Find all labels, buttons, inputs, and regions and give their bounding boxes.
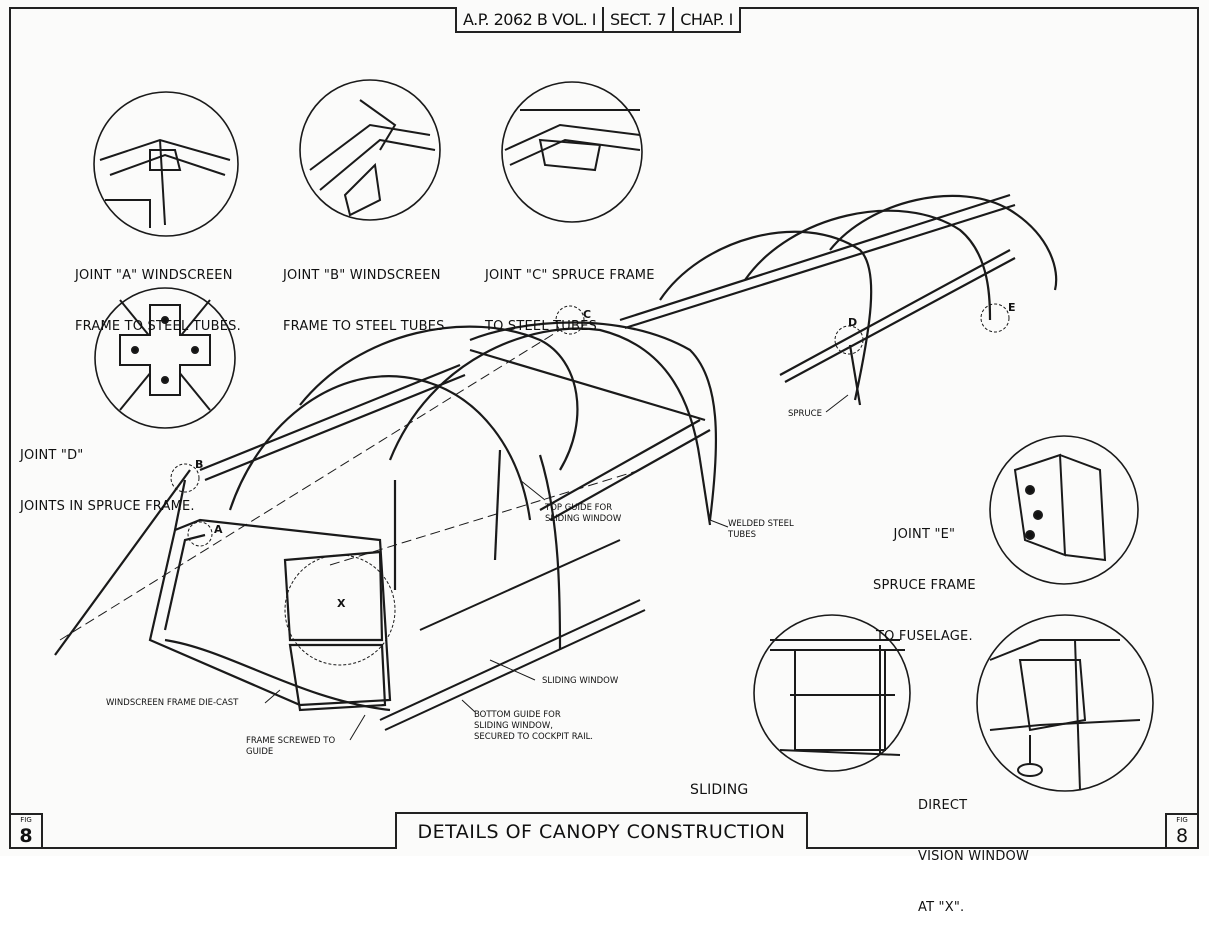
detail-circle-joint-e <box>989 435 1139 585</box>
callout-top-guide: TOP GUIDE FOR SLIDING WINDOW <box>545 503 622 524</box>
marker-circle-b <box>170 463 200 493</box>
marker-circle-c <box>555 305 585 335</box>
caption-line: JOINT "B" WINDSCREEN <box>283 268 441 283</box>
windscreen-frame-art <box>54 469 392 712</box>
caption-joint-a: JOINT "A" WINDSCREEN FRAME TO STEEL TUBE… <box>75 233 241 369</box>
caption-line: VISION WINDOW <box>918 849 1030 864</box>
chapter-reference: CHAP. I <box>680 10 733 29</box>
caption-line: JOINT "D" <box>20 448 84 463</box>
caption-line: JOINT "E" <box>893 527 956 542</box>
joint-b-detail-art <box>309 99 436 217</box>
figure-number: 8 <box>19 825 33 847</box>
caption-line: JOINT "A" WINDSCREEN <box>75 268 233 283</box>
caption-joint-e: JOINT "E" SPRUCE FRAME TO FUSELAGE. <box>873 492 976 679</box>
callout-welded-steel-tubes: WELDED STEEL TUBES <box>728 519 794 540</box>
joint-d-detail-art <box>119 299 211 411</box>
figure-box-left: FIG 8 <box>9 813 43 849</box>
marker-a: A <box>214 523 223 536</box>
callout-sliding-window: SLIDING WINDOW <box>542 676 619 686</box>
caption-line: SPRUCE FRAME <box>873 578 976 593</box>
caption-line: JOINTS IN SPRUCE FRAME. <box>20 499 195 514</box>
detail-circle-joint-a <box>93 91 239 237</box>
caption-joint-b: JOINT "B" WINDSCREEN FRAME TO STEEL TUBE… <box>283 233 445 369</box>
figure-label: FIG <box>20 816 32 824</box>
detail-circle-joint-d <box>94 287 236 429</box>
caption-line: DIRECT <box>918 798 968 813</box>
marker-circle-d <box>834 325 864 355</box>
marker-x: X <box>337 597 346 610</box>
caption-joint-c: JOINT "C" SPRUCE FRAME TO STEEL TUBES <box>485 233 655 369</box>
marker-c: C <box>583 308 592 321</box>
callout-windscreen-frame: WINDSCREEN FRAME DIE-CAST <box>106 698 239 708</box>
joint-c-detail-art <box>504 109 641 172</box>
publication-header: A.P. 2062 B VOL. I SECT. 7 CHAP. I <box>455 7 741 33</box>
rails-art <box>59 329 646 731</box>
caption-line: FRAME TO STEEL TUBES. <box>75 319 241 334</box>
detail-circle-joint-b <box>299 79 441 221</box>
caption-joint-d: JOINT "D" JOINTS IN SPRUCE FRAME. <box>20 413 195 549</box>
callout-spruce: SPRUCE <box>788 409 822 419</box>
detail-circle-joint-c <box>501 81 643 223</box>
detail-circle-direct-vision <box>976 614 1154 792</box>
drawing-title: DETAILS OF CANOPY CONSTRUCTION <box>395 812 808 849</box>
joint-a-detail-art <box>99 138 231 228</box>
marker-circle-x <box>284 554 396 666</box>
joint-e-detail-art <box>1013 453 1107 562</box>
caption-line: TO STEEL TUBES <box>485 319 597 334</box>
figure-label: FIG <box>1176 816 1188 824</box>
marker-e: E <box>1008 301 1016 314</box>
direct-vision-detail-art <box>989 639 1141 791</box>
section-reference: SECT. 7 <box>604 7 675 31</box>
detail-circle-sliding-window <box>753 614 911 772</box>
caption-direct-vision-window: DIRECT VISION WINDOW AT "X". <box>918 763 1029 950</box>
figure-number: 8 <box>1175 825 1189 847</box>
caption-line: TO FUSELAGE. <box>875 629 973 644</box>
spruce-frame-art <box>619 193 1058 406</box>
caption-line: FRAME TO STEEL TUBES <box>283 319 445 334</box>
caption-line: SLIDING <box>690 782 749 798</box>
marker-circle-e <box>980 303 1010 333</box>
canopy-drawing <box>54 79 1154 792</box>
marker-d: D <box>848 316 858 329</box>
figure-box-right: FIG 8 <box>1165 813 1199 849</box>
callout-bottom-guide: BOTTOM GUIDE FOR SLIDING WINDOW, SECURED… <box>474 710 594 742</box>
sliding-window-detail-art <box>770 639 905 756</box>
caption-line: JOINT "C" SPRUCE FRAME <box>485 268 655 283</box>
callout-frame-screwed: FRAME SCREWED TO GUIDE <box>246 736 336 757</box>
marker-circle-a <box>187 521 213 547</box>
drawing-sheet: A.P. 2062 B VOL. I SECT. 7 CHAP. I JOINT… <box>9 7 1199 915</box>
marker-b: B <box>195 458 204 471</box>
publication-reference: A.P. 2062 B VOL. I <box>457 7 605 31</box>
caption-line: AT "X". <box>918 900 965 915</box>
